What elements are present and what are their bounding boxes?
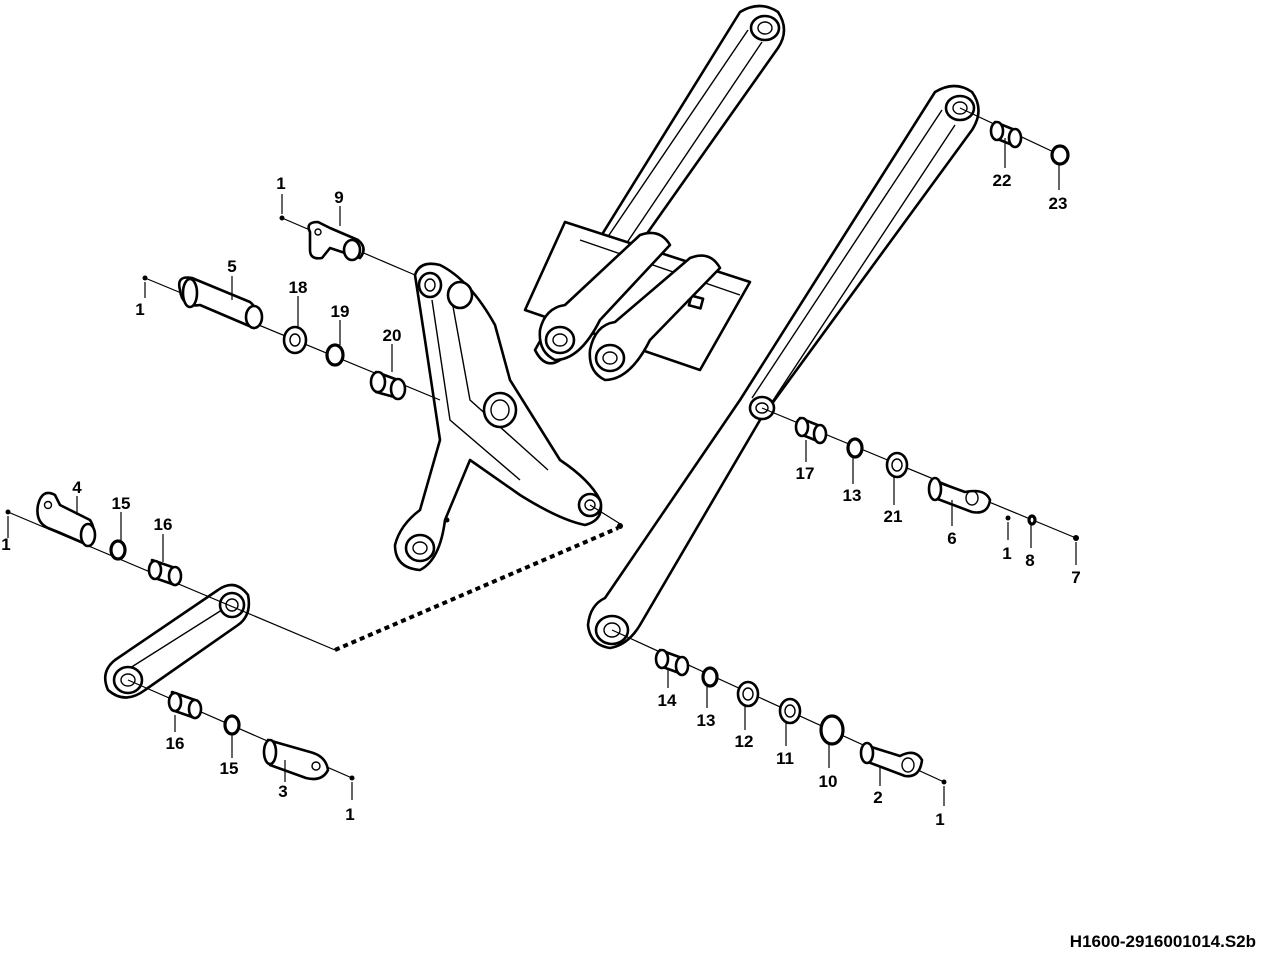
part-10-ring	[819, 714, 845, 746]
callout-20: 20	[383, 326, 402, 345]
part-21-washer	[885, 451, 909, 479]
part-3-pin	[262, 738, 330, 781]
callout-4: 4	[72, 478, 82, 497]
callout-3: 3	[278, 782, 287, 801]
callout-12: 12	[735, 732, 754, 751]
callout-1-c: 1	[1, 535, 10, 554]
link-to-bellcrank-dashed-line	[334, 526, 619, 652]
part-9-pin	[307, 220, 365, 262]
callout-1-e: 1	[1002, 544, 1011, 563]
part-6-pin	[927, 476, 992, 514]
link-bar	[103, 583, 251, 699]
callout-7: 7	[1071, 568, 1080, 587]
part-15-ring-lower	[223, 714, 241, 736]
callout-1-b: 1	[135, 300, 144, 319]
part-16-bushing-upper	[147, 558, 183, 587]
part-13-ring-lower	[701, 666, 719, 688]
fastener-dots	[5, 215, 1079, 785]
part-14-bushing	[654, 648, 690, 677]
right-lift-arm	[586, 84, 980, 650]
callout-16-a: 16	[154, 515, 173, 534]
drawing-code: H1600-2916001014.S2b	[1070, 932, 1256, 951]
part-18-washer	[282, 325, 308, 355]
part-12-washer	[736, 680, 760, 708]
callout-22: 22	[993, 171, 1012, 190]
callout-1-a: 1	[276, 174, 285, 193]
callout-9: 9	[334, 188, 343, 207]
callout-15-a: 15	[112, 494, 131, 513]
part-2-pin	[859, 741, 924, 778]
callout-19: 19	[331, 302, 350, 321]
part-8-ring	[1027, 514, 1037, 526]
callout-10: 10	[819, 772, 838, 791]
callout-1-d: 1	[345, 805, 354, 824]
callout-leaders	[7, 138, 1077, 806]
callout-17: 17	[796, 464, 815, 483]
part-11-washer	[778, 697, 802, 725]
part-19-ring	[325, 343, 345, 367]
callout-11: 11	[776, 749, 794, 768]
callout-1-f: 1	[935, 810, 944, 829]
part-16-bushing-lower	[167, 690, 203, 720]
callout-16-b: 16	[166, 734, 185, 753]
bellcrank	[393, 262, 603, 572]
callout-15-b: 15	[220, 759, 239, 778]
cross-tube	[523, 220, 752, 382]
part-23-ring	[1050, 144, 1070, 166]
callout-23: 23	[1049, 194, 1068, 213]
callout-13-b: 13	[697, 711, 716, 730]
callout-5: 5	[227, 257, 236, 276]
callout-13-a: 13	[843, 486, 862, 505]
callout-6: 6	[947, 529, 956, 548]
part-17-bushing	[794, 416, 828, 445]
callout-2: 2	[873, 788, 882, 807]
callout-18: 18	[289, 278, 308, 297]
part-22-bushing	[989, 120, 1023, 149]
part-15-ring-upper	[109, 539, 127, 561]
part-20-bushing	[369, 370, 407, 401]
callout-14: 14	[658, 691, 677, 710]
part-13-ring-upper	[846, 437, 864, 459]
callout-8: 8	[1025, 551, 1034, 570]
part-5-pin	[177, 276, 264, 330]
callout-21: 21	[884, 507, 903, 526]
part-4-pin	[36, 491, 97, 548]
